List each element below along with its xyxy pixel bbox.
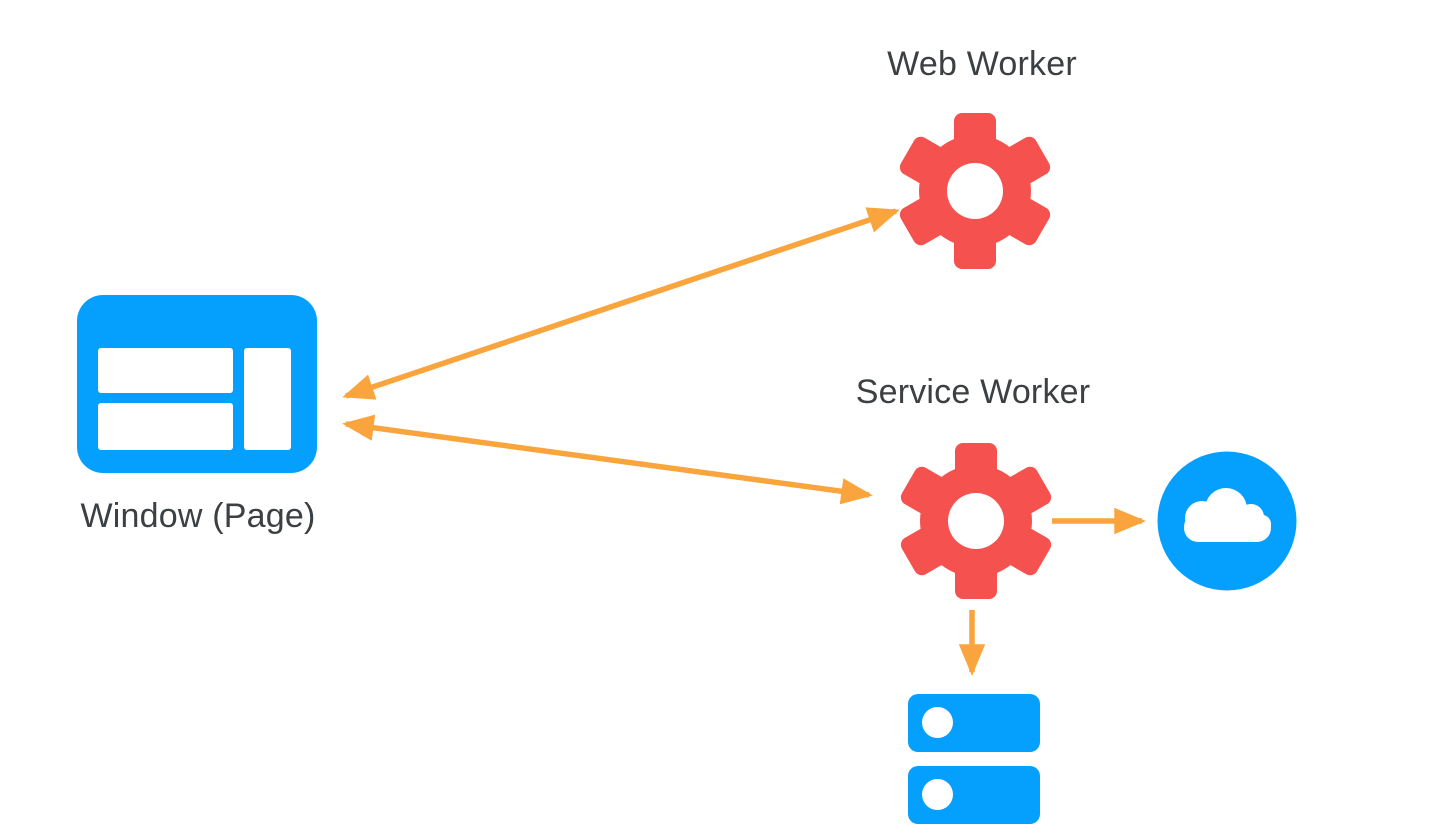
window-content-bar-top (98, 348, 233, 393)
service-worker-gear-icon (900, 443, 1052, 599)
web-worker-label: Web Worker (887, 45, 1077, 83)
window-sidebar-bar (244, 348, 291, 450)
database-icon-bottom (908, 766, 1040, 824)
window-content-bar-bottom (98, 403, 233, 450)
arrow-window-webworker (342, 207, 900, 400)
cloud-icon (1157, 451, 1297, 591)
arrow-window-serviceworker (342, 414, 873, 505)
web-worker-gear-icon (899, 113, 1051, 269)
database-dot (922, 779, 953, 810)
window-page-label: Window (Page) (80, 497, 316, 535)
database-icon-top (908, 694, 1040, 752)
service-worker-label: Service Worker (855, 373, 1091, 411)
browser-window-icon (77, 295, 317, 473)
database-dot (922, 707, 953, 738)
